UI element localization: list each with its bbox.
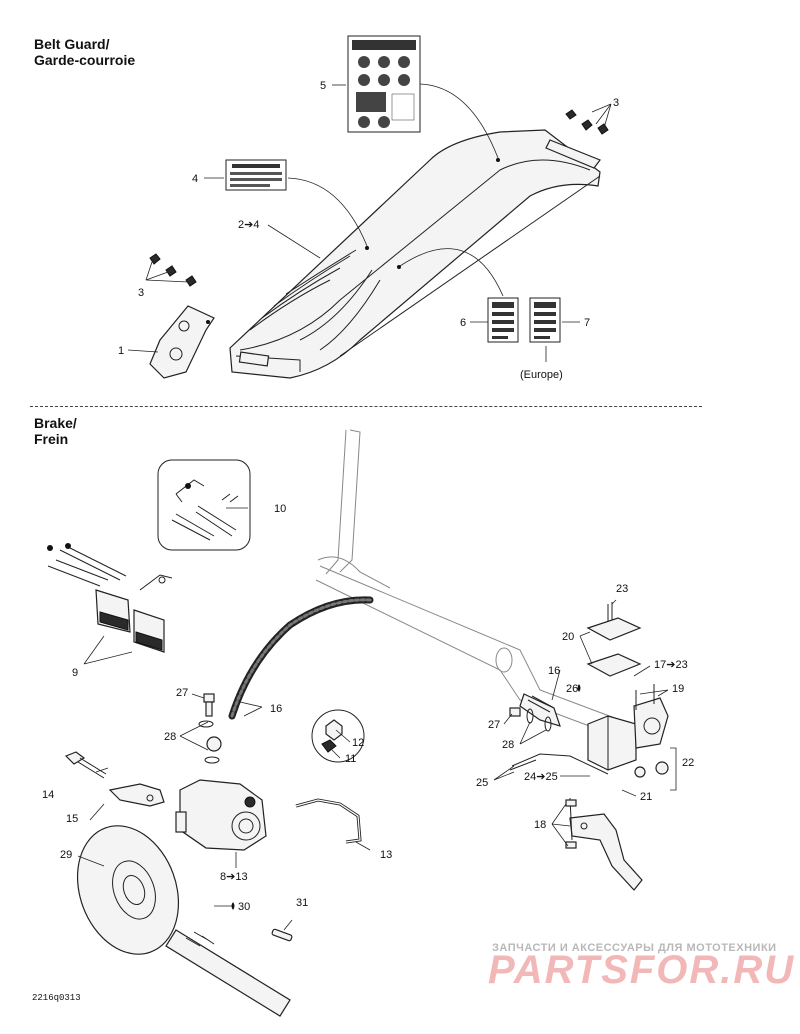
warning-decal-4[interactable] xyxy=(225,159,287,191)
callout-22: 22 xyxy=(682,757,694,769)
callout-28-right: 28 xyxy=(502,739,514,751)
callout-3-left: 3 xyxy=(138,287,144,299)
brake-lever[interactable] xyxy=(565,797,643,891)
callout-1: 1 xyxy=(118,345,124,357)
callout-18: 18 xyxy=(534,819,546,831)
watermark-brand: PARTSFOR.RU xyxy=(488,948,796,992)
callout-16-banjo: 16 xyxy=(548,665,560,677)
shaft-key[interactable] xyxy=(271,928,293,942)
callout-19: 19 xyxy=(672,683,684,695)
callout-3-right: 3 xyxy=(613,97,619,109)
callout-30: 30 xyxy=(238,901,250,913)
brake-pads[interactable] xyxy=(47,543,173,653)
callout-25: 25 xyxy=(476,777,488,789)
belt-guard-cover[interactable] xyxy=(229,129,601,379)
callout-28-left: 28 xyxy=(164,731,176,743)
callout-9: 9 xyxy=(72,667,78,679)
drawing-code: 2216q0313 xyxy=(32,993,81,1003)
drive-shaft[interactable] xyxy=(165,929,291,1017)
callout-13: 13 xyxy=(380,849,392,861)
callout-8-13: 8➔13 xyxy=(220,871,248,883)
belt-guard-tab xyxy=(545,139,601,169)
master-cylinder-assembly[interactable] xyxy=(509,602,669,778)
belt-guard-section-title: Belt Guard/ Garde-courroie xyxy=(34,36,135,68)
parts-kit-10-inset[interactable] xyxy=(157,459,251,551)
caliper-bracket[interactable] xyxy=(108,783,165,807)
callout-27-left: 27 xyxy=(176,687,188,699)
callout-29: 29 xyxy=(60,849,72,861)
bleeder-inset[interactable] xyxy=(311,709,365,763)
callout-20: 20 xyxy=(562,631,574,643)
callout-10: 10 xyxy=(274,503,286,515)
callout-14: 14 xyxy=(42,789,54,801)
brake-leaders xyxy=(77,507,677,931)
brake-title-line1: Brake/ xyxy=(34,415,77,431)
brake-caliper[interactable] xyxy=(175,779,267,851)
callout-5: 5 xyxy=(320,80,326,92)
callout-11: 11 xyxy=(345,753,356,765)
handlebar-outline xyxy=(315,429,621,731)
callout-26: 26 xyxy=(566,683,578,695)
callout-21: 21 xyxy=(640,791,652,803)
banjo-bolt-fitting-left[interactable] xyxy=(198,693,222,764)
brake-disc[interactable] xyxy=(60,812,195,969)
caliper-brake-line[interactable] xyxy=(295,798,362,844)
warning-decal-5[interactable] xyxy=(347,35,421,133)
screw-nut-set-left[interactable] xyxy=(149,253,197,287)
brake-title-line2: Frein xyxy=(34,431,69,447)
brake-section-title: Brake/ Frein xyxy=(34,415,77,447)
callout-2-4: 2➔4 xyxy=(238,219,259,231)
decal-7[interactable] xyxy=(529,297,561,343)
callout-17-23: 17➔23 xyxy=(654,659,688,671)
callout-23: 23 xyxy=(616,583,628,595)
callout-15: 15 xyxy=(66,813,78,825)
caliper-bolt[interactable] xyxy=(64,751,107,779)
lubricant-drop-icon xyxy=(577,684,581,692)
decal-6[interactable] xyxy=(487,297,519,343)
lubricant-drop-icon xyxy=(231,902,235,910)
belt-guard-leaders xyxy=(127,83,612,362)
callout-4: 4 xyxy=(192,173,198,185)
callout-31: 31 xyxy=(296,897,308,909)
callout-europe: (Europe) xyxy=(520,369,563,381)
belt-guard-bracket[interactable] xyxy=(149,305,215,379)
brake-hose[interactable] xyxy=(228,596,374,720)
callout-12: 12 xyxy=(352,737,364,749)
callout-7: 7 xyxy=(584,317,590,329)
screw-nut-set-right[interactable] xyxy=(565,109,609,135)
belt-guard-title-line2: Garde-courroie xyxy=(34,52,136,68)
belt-guard-assembly xyxy=(229,129,601,379)
callout-16-hose: 16 xyxy=(270,703,282,715)
callout-6: 6 xyxy=(460,317,466,329)
callout-24-25: 24➔25 xyxy=(524,771,558,783)
watermark-tagline: ЗАПЧАСТИ И АКСЕССУАРЫ ДЛЯ МОТОТЕХНИКИ xyxy=(492,942,777,954)
section-divider xyxy=(30,406,702,407)
belt-guard-title-line1: Belt Guard/ xyxy=(34,36,110,52)
callout-27-right: 27 xyxy=(488,719,500,731)
